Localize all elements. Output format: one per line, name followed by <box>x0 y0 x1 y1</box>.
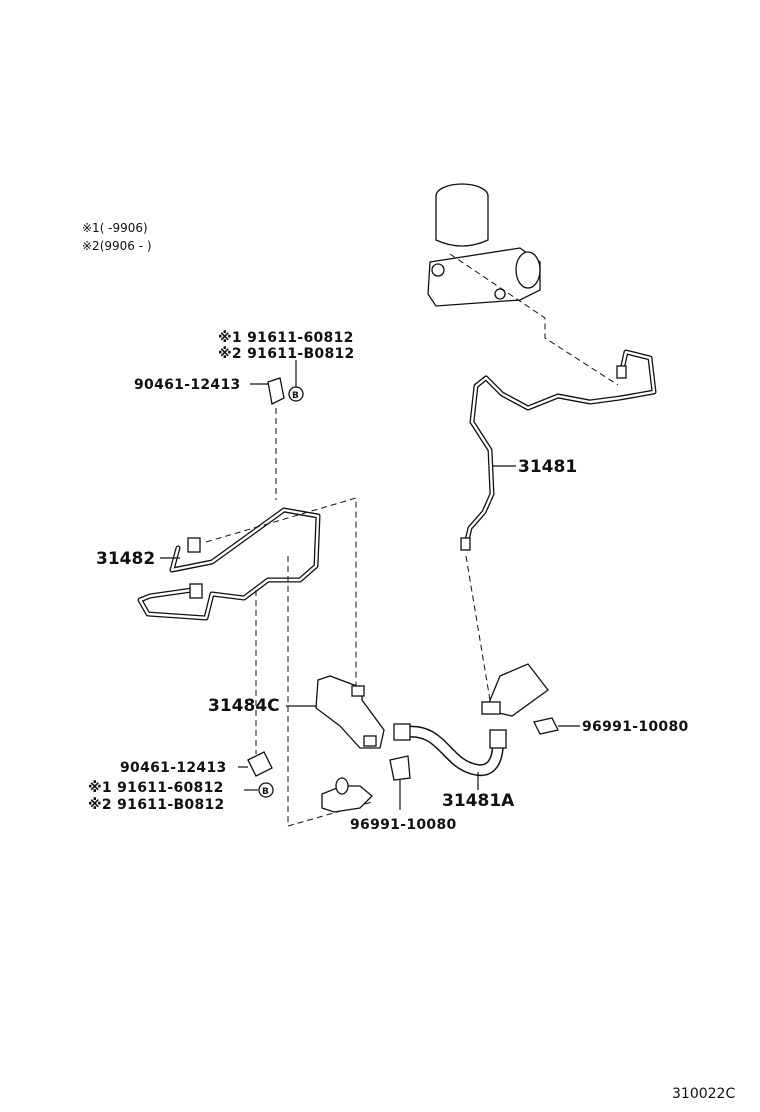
bottom-bolt-mark <box>258 782 274 798</box>
label-bottom-bracket: 90461-12413 <box>120 760 227 776</box>
tube-to-bracket-guide <box>465 555 491 701</box>
release-cylinder-drawing <box>321 777 373 813</box>
clip-bottom-drawing <box>389 755 411 781</box>
label-top-bracket: 90461-12413 <box>134 377 241 393</box>
master-cyl-guide-line <box>449 253 619 386</box>
label-31484c: 31484C <box>208 696 280 716</box>
label-clip-bottom: 96991-10080 <box>350 817 457 833</box>
upper-tube-guide <box>205 497 357 700</box>
hose-31481a-drawing <box>393 723 507 776</box>
label-bottom-note-2: ※2 91611-B0812 <box>88 797 225 813</box>
master-cylinder-drawing <box>427 183 541 307</box>
label-clip-right: 96991-10080 <box>582 719 689 735</box>
bracket-31484c-drawing <box>315 675 385 749</box>
label-31481: 31481 <box>518 457 577 477</box>
label-top-note-1: ※1 91611-60812 <box>218 330 354 346</box>
tube-31482-drawing <box>137 507 321 621</box>
top-bolt-letter: B <box>292 391 299 401</box>
center-guide <box>287 556 373 827</box>
clip-right-drawing <box>533 717 559 735</box>
figure-reference: 310022C <box>672 1086 735 1102</box>
label-bottom-note-1: ※1 91611-60812 <box>88 780 224 796</box>
legend-note-1: ※1( -9906) <box>82 221 148 235</box>
tube-31481-drawing <box>460 349 657 551</box>
top-bracket-drawing <box>267 377 285 405</box>
bottom-bolt-letter: B <box>262 787 269 797</box>
legend-note-2: ※2(9906 - ) <box>82 239 152 253</box>
bottom-bracket-drawing <box>247 751 273 777</box>
body-bracket-right <box>481 663 549 717</box>
label-31482: 31482 <box>96 549 155 569</box>
label-top-note-2: ※2 91611-B0812 <box>218 346 355 362</box>
label-31481a: 31481A <box>442 791 515 811</box>
